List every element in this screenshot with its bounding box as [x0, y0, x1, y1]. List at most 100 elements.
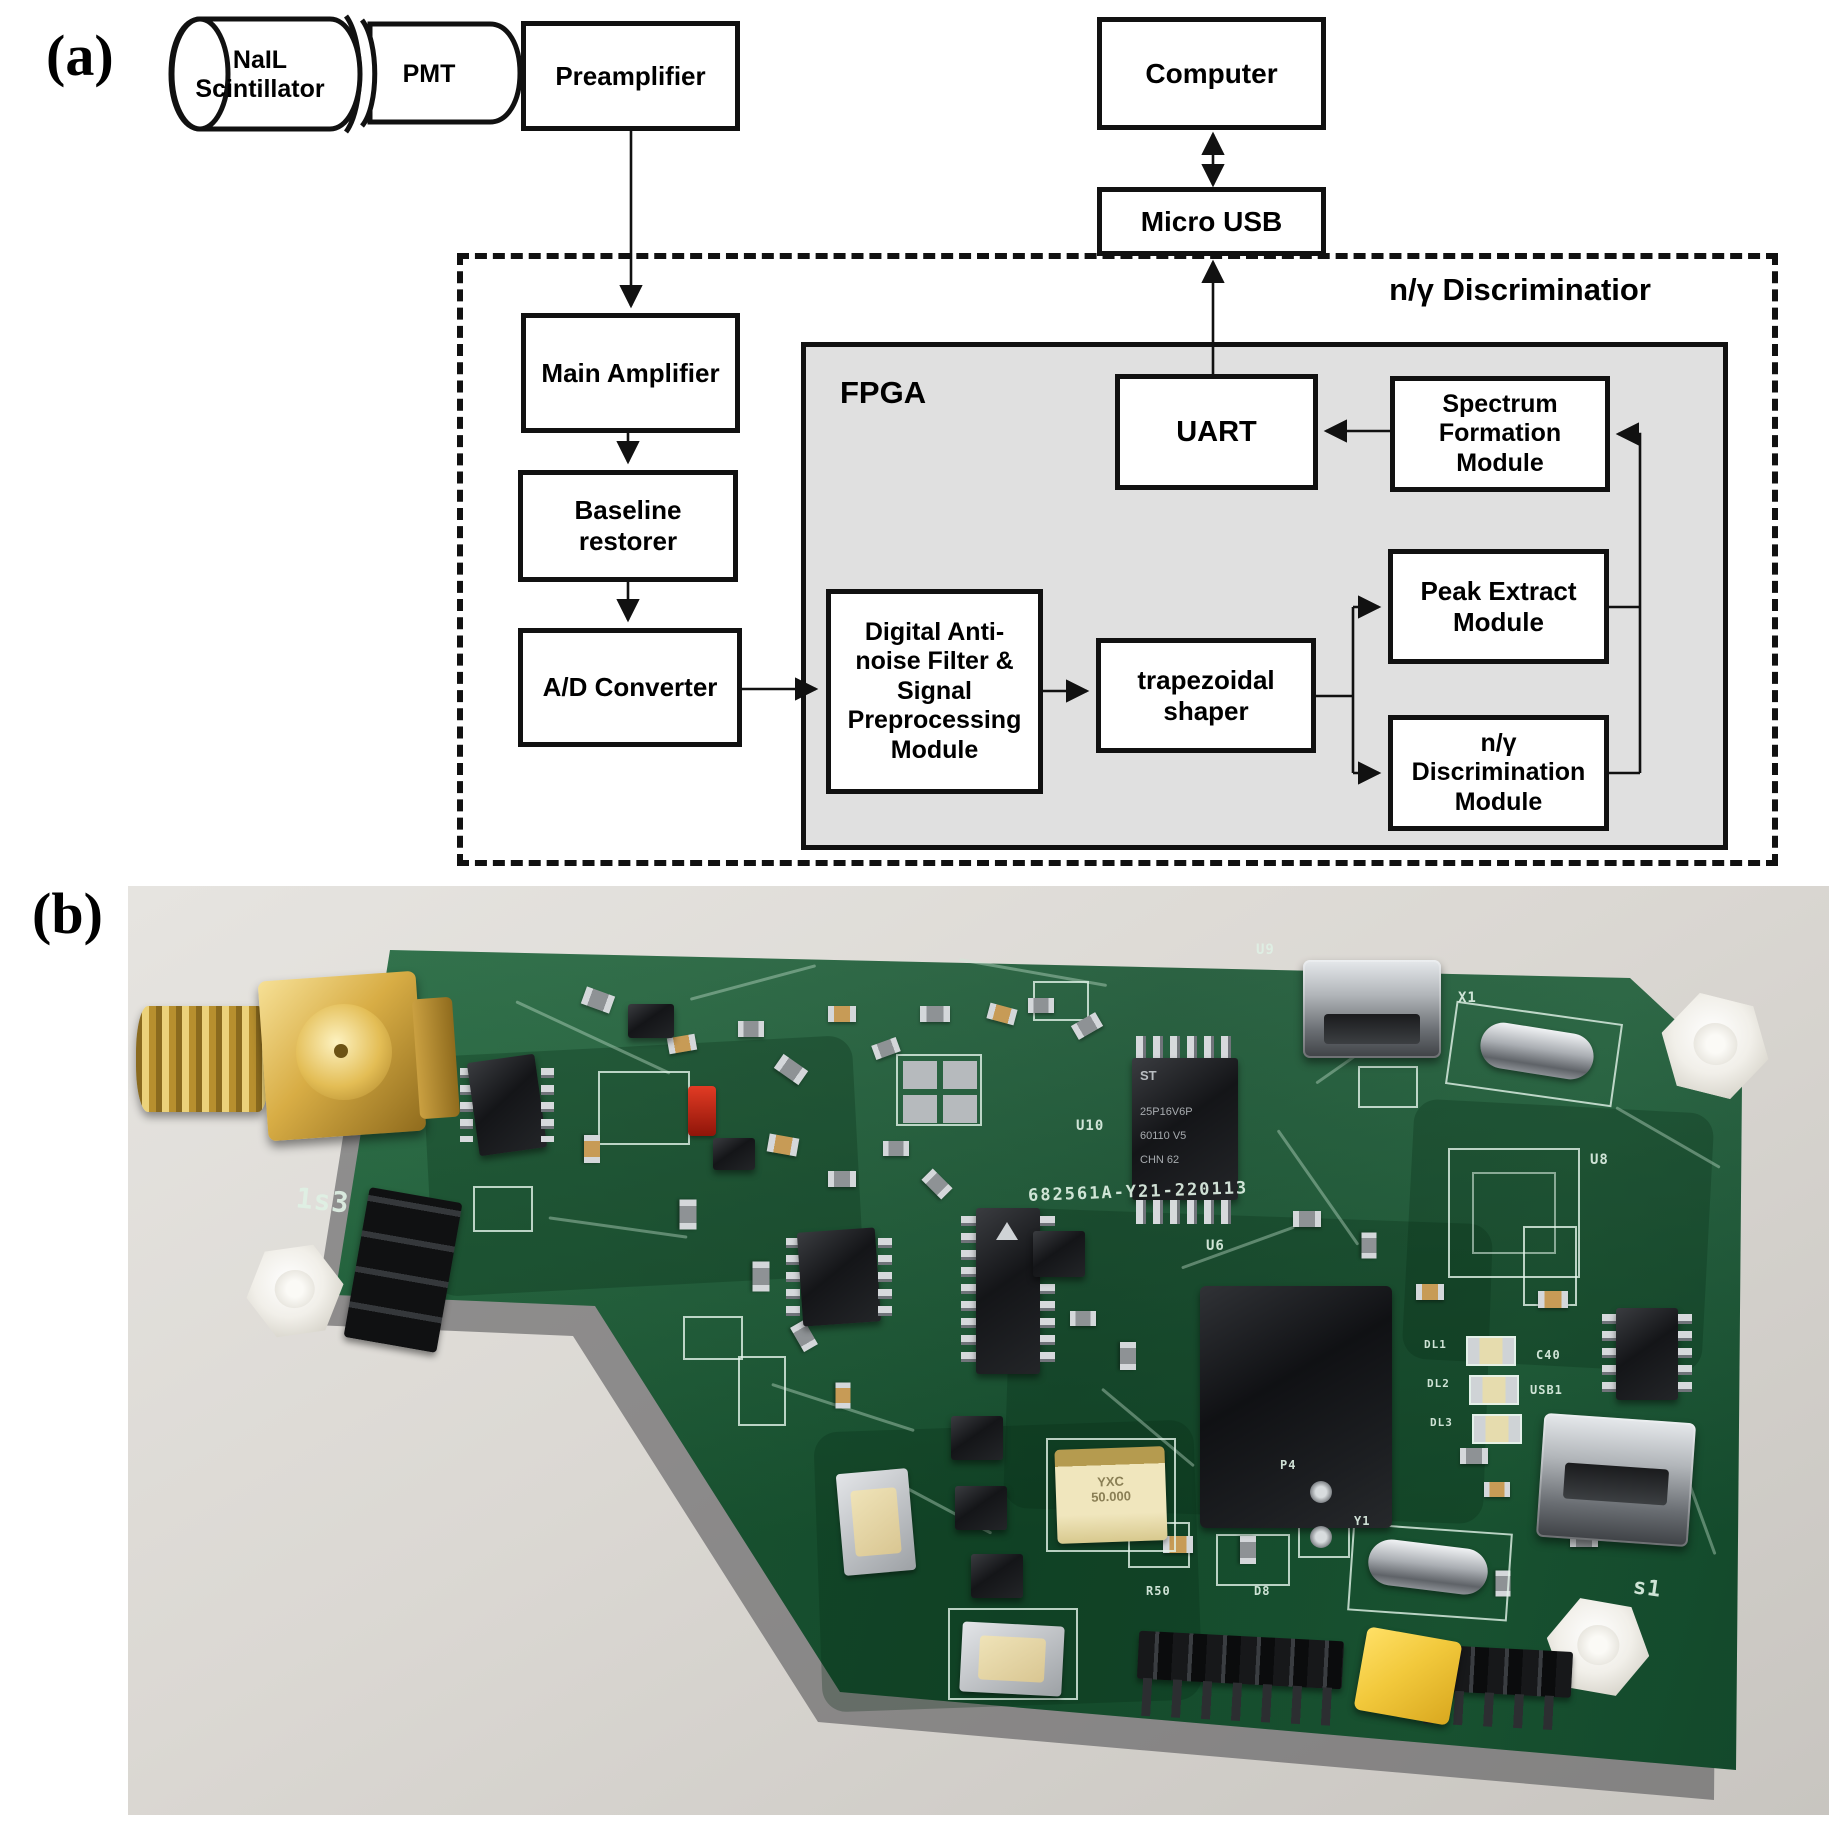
silkscreen-footprint [738, 1356, 786, 1426]
passive-component [738, 1021, 764, 1037]
silkscreen-footprint [948, 1608, 1078, 1700]
block-peak-extract: Peak Extract Module [1388, 549, 1609, 664]
block-digital-filter: Digital Anti- noise Filter & Signal Prep… [826, 589, 1043, 794]
silkscreen-footprint [473, 1186, 533, 1232]
soic8-chip-u11 [796, 1227, 882, 1327]
u2-pins-right [541, 1068, 554, 1142]
silkscreen-footprint [1216, 1534, 1290, 1586]
passive-component [1484, 1482, 1510, 1497]
panel-a-label: (a) [46, 23, 114, 88]
sot-ic2 [971, 1554, 1023, 1598]
pmt-label: PMT [402, 59, 456, 88]
silkscreen-d8: D8 [1254, 1584, 1271, 1598]
silkscreen-y1: Y1 [1354, 1514, 1371, 1528]
sma-threaded-barrel [136, 1006, 270, 1112]
block-trapezoidal-shaper: trapezoidal shaper [1096, 638, 1316, 753]
silkscreen-dl3: DL3 [1430, 1416, 1453, 1429]
passive-component [835, 1382, 851, 1409]
flash-chip-pins-bottom [1136, 1200, 1234, 1224]
passive-component [1293, 1211, 1321, 1227]
tact-switch-2 [959, 1621, 1065, 1697]
passive-component [1538, 1291, 1568, 1308]
panel-b-label: (b) [32, 881, 103, 946]
silkscreen-u6: U6 [1206, 1238, 1225, 1254]
block-ad-converter: A/D Converter [518, 628, 742, 747]
passive-component [1163, 1536, 1193, 1553]
u11-pins-left [786, 1238, 800, 1316]
p4-hole [1310, 1481, 1332, 1503]
block-ngamma-discrimination: n/γ Discrimination Module [1388, 715, 1609, 831]
scintillator-end-cap [169, 16, 231, 132]
yellow-capacitor [1353, 1626, 1463, 1726]
silkscreen-usb1: USB1 [1530, 1383, 1563, 1397]
silkscreen-footprint [598, 1071, 690, 1145]
sot23-transistor [628, 1004, 674, 1038]
soic8-chip-u7 [1616, 1308, 1678, 1400]
micro-usb-slot-right [1562, 1462, 1670, 1506]
led-dl2 [1469, 1375, 1519, 1405]
block-preamplifier: Preamplifier [521, 21, 740, 131]
u11-pins-right [878, 1238, 892, 1316]
block-diagram-panel: (a) FPGA n/γ Discriminatior [0, 0, 1829, 880]
block-computer: Computer [1097, 17, 1326, 130]
passive-component [883, 1141, 909, 1156]
block-uart: UART [1115, 374, 1318, 490]
passive-component [752, 1261, 770, 1292]
micro-usb-slot-top [1324, 1014, 1420, 1044]
adc-pins-left [961, 1216, 976, 1368]
silkscreen-r50: R50 [1146, 1584, 1171, 1598]
silkscreen-u9: U9 [1256, 942, 1275, 958]
block-baseline-restorer: Baseline restorer [518, 470, 738, 582]
oscillator-outline [1046, 1438, 1176, 1552]
scintillator-label: NaIL Scintillator [195, 46, 325, 103]
soic8-chip-u2 [466, 1053, 548, 1157]
silkscreen-footprint [683, 1316, 743, 1360]
passive-component [1240, 1536, 1256, 1564]
passive-component [1361, 1232, 1377, 1259]
block-main-amplifier: Main Amplifier [521, 313, 740, 433]
crystal-oscillator: YXC 50.000 [1054, 1446, 1168, 1544]
flash-memory-chip: ST 25P16V6P 60110 V5 CHN 62 [1132, 1058, 1238, 1200]
passive-component [1120, 1342, 1136, 1370]
passive-component [1460, 1448, 1488, 1464]
sma-mount-leg [411, 996, 461, 1120]
passive-component [920, 1006, 950, 1022]
signal-flow-arrows [616, 131, 1642, 785]
silkscreen-footprint [1358, 1066, 1418, 1108]
cylinder-junction-arc [359, 18, 378, 128]
silkscreen-u10: U10 [1076, 1118, 1105, 1134]
silkscreen-s1: s1 [1631, 1574, 1664, 1603]
led-dl1 [1466, 1336, 1516, 1366]
flash-logo: ST [1140, 1068, 1157, 1083]
discriminator-board-outline [457, 253, 1778, 866]
silkscreen-ls3: 1s3 [294, 1181, 352, 1220]
fpga-main-chip [1200, 1286, 1392, 1528]
discriminator-board-label: n/γ Discriminatior [1389, 272, 1651, 307]
passive-component [1028, 998, 1054, 1013]
passive-component [584, 1135, 600, 1163]
passive-component [828, 1171, 856, 1187]
p4-hole [1310, 1526, 1332, 1548]
fpga-group-label: FPGA [840, 375, 927, 410]
passive-component [1070, 1311, 1096, 1326]
block-micro-usb: Micro USB [1097, 187, 1326, 256]
flash-marking-1: 25P16V6P [1140, 1106, 1193, 1118]
sot-ic1 [1033, 1231, 1085, 1277]
block-spectrum-formation: Spectrum Formation Module [1390, 376, 1610, 492]
sot-ic3 [955, 1486, 1007, 1530]
silkscreen-u8: U8 [1590, 1152, 1609, 1168]
silkscreen-footprint [896, 1054, 982, 1126]
silkscreen-x1: X1 [1458, 990, 1477, 1006]
qfp-footprint-inner [1472, 1172, 1556, 1254]
flash-chip-pins-top [1136, 1036, 1234, 1060]
passive-component [679, 1199, 697, 1230]
adc-logo-triangle [996, 1222, 1018, 1240]
pcb-photo: ST 25P16V6P 60110 V5 CHN 62 [128, 886, 1829, 1815]
diagram-connectors-and-shapes [168, 14, 1642, 785]
qfp-footprint-outline [1448, 1148, 1580, 1278]
silkscreen-dl1: DL1 [1424, 1338, 1447, 1351]
oscillator-marking-2: 50.000 [1090, 1488, 1132, 1505]
silkscreen-p4: P4 [1280, 1458, 1297, 1472]
sot23-transistor [713, 1138, 755, 1170]
